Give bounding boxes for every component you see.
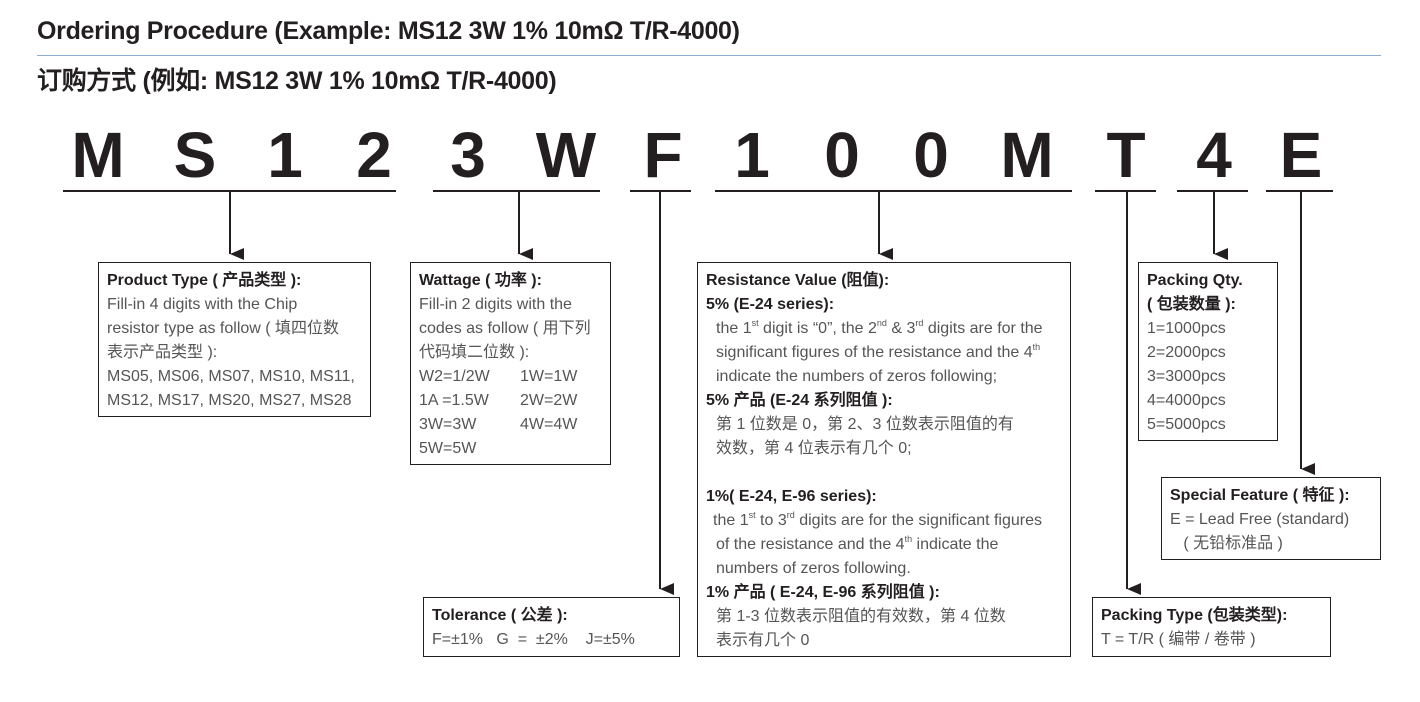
tolerance-box: Tolerance ( 公差 ): F=±1% G = ±2% J=±5% <box>423 597 680 657</box>
title-chinese: 订购方式 (例如: MS12 3W 1% 10mΩ T/R-4000) <box>37 67 557 95</box>
wattage-heading: Wattage ( 功率 ): <box>419 272 542 289</box>
packing-qty-option: 1=1000pcs <box>1147 320 1226 337</box>
resistance-1pct-cn-line: 表示有几个 0 <box>716 632 810 649</box>
code-char: 1 <box>734 119 770 191</box>
wattage-code: 1A =1.5W <box>419 392 489 409</box>
resistance-1pct-cn-title: 1% 产品 ( E-24, E-96 系列阻值 ): <box>706 584 940 601</box>
segment-wattage <box>433 190 600 192</box>
segment-resistance <box>715 190 1072 192</box>
wattage-row: 5W=5W <box>419 437 602 461</box>
product-type-line: MS12, MS17, MS20, MS27, MS28 <box>107 392 352 409</box>
code-char: T <box>1106 119 1146 191</box>
packing-qty-option: 3=3000pcs <box>1147 368 1226 385</box>
code-char: F <box>643 119 683 191</box>
spacer <box>706 461 1062 485</box>
wattage-code: 2W=2W <box>520 392 578 409</box>
resistance-heading: Resistance Value (阻值): <box>706 272 890 289</box>
packing-qty-heading-cn: ( 包装数量 ): <box>1147 296 1236 313</box>
segment-packing-qty <box>1177 190 1248 192</box>
packing-type-heading: Packing Type (包装类型): <box>1101 607 1288 624</box>
packing-qty-box: Packing Qty. ( 包装数量 ): 1=1000pcs 2=2000p… <box>1138 262 1278 441</box>
resistance-1pct-title: 1%( E-24, E-96 series): <box>706 488 877 505</box>
resistance-1pct-line: of the resistance and the 4th indicate t… <box>716 534 999 554</box>
resistance-1pct-line: the 1st to 3rd digits are for the signif… <box>713 510 1042 530</box>
code-char: 3 <box>450 119 486 191</box>
resistance-5pct-cn-line: 第 1 位数是 0，第 2、3 位数表示阻值的有 <box>716 416 1014 433</box>
resistance-5pct-cn-title: 5% 产品 (E-24 系列阻值 ): <box>706 392 893 409</box>
wattage-line: codes as follow ( 用下列 <box>419 320 591 337</box>
wattage-code: 1W=1W <box>520 368 578 385</box>
segment-packing-type <box>1095 190 1156 192</box>
packing-type-line: T = T/R ( 编带 / 卷带 ) <box>1101 631 1256 648</box>
special-feature-line: E = Lead Free (standard) <box>1170 511 1350 528</box>
resistance-1pct-cn-line: 第 1-3 位数表示阻值的有效数，第 4 位数 <box>716 608 1006 625</box>
packing-type-box: Packing Type (包装类型): T = T/R ( 编带 / 卷带 ) <box>1092 597 1331 657</box>
tolerance-heading: Tolerance ( 公差 ): <box>432 607 568 624</box>
code-char: E <box>1279 119 1323 191</box>
segment-special-feature <box>1266 190 1333 192</box>
code-char: 2 <box>356 119 392 191</box>
wattage-line: Fill-in 2 digits with the <box>419 296 572 313</box>
wattage-row: W2=1/2W 1W=1W <box>419 365 602 389</box>
wattage-code: W2=1/2W <box>419 368 490 385</box>
resistance-5pct-line: indicate the numbers of zeros following; <box>716 368 998 385</box>
title-english: Ordering Procedure (Example: MS12 3W 1% … <box>37 17 740 45</box>
code-char: 4 <box>1196 119 1232 191</box>
product-type-line: 表示产品类型 ): <box>107 344 218 361</box>
resistance-5pct-cn-line: 效数，第 4 位表示有几个 0; <box>716 440 912 457</box>
resistance-5pct-line: the 1st digit is “0”, the 2nd & 3rd digi… <box>716 318 1043 338</box>
wattage-row: 3W=3W 4W=4W <box>419 413 602 437</box>
resistance-5pct-title: 5% (E-24 series): <box>706 296 835 313</box>
title-divider <box>37 55 1381 56</box>
product-type-heading: Product Type ( 产品类型 ): <box>107 272 302 289</box>
code-char: W <box>535 119 597 191</box>
product-type-line: MS05, MS06, MS07, MS10, MS11, <box>107 368 355 385</box>
special-feature-heading: Special Feature ( 特征 ): <box>1170 487 1350 504</box>
code-char: M <box>1000 119 1054 191</box>
wattage-box: Wattage ( 功率 ): Fill-in 2 digits with th… <box>410 262 611 465</box>
resistance-1pct-line: numbers of zeros following. <box>716 560 911 577</box>
wattage-code: 3W=3W <box>419 416 477 433</box>
code-char: 0 <box>913 119 949 191</box>
product-type-line: Fill-in 4 digits with the Chip <box>107 296 298 313</box>
tolerance-values: F=±1% G = ±2% J=±5% <box>432 631 635 648</box>
wattage-row: 1A =1.5W 2W=2W <box>419 389 602 413</box>
packing-qty-option: 4=4000pcs <box>1147 392 1226 409</box>
product-type-line: resistor type as follow ( 填四位数 <box>107 320 340 337</box>
code-char: S <box>173 119 217 191</box>
packing-qty-option: 5=5000pcs <box>1147 416 1226 433</box>
code-char: M <box>71 119 125 191</box>
product-type-box: Product Type ( 产品类型 ): Fill-in 4 digits … <box>98 262 371 417</box>
packing-qty-option: 2=2000pcs <box>1147 344 1226 361</box>
resistance-5pct-line: significant figures of the resistance an… <box>716 342 1041 362</box>
wattage-code: 5W=5W <box>419 440 477 457</box>
wattage-line: 代码填二位数 ): <box>419 344 530 361</box>
special-feature-box: Special Feature ( 特征 ): E = Lead Free (s… <box>1161 477 1381 560</box>
resistance-box: Resistance Value (阻值): 5% (E-24 series):… <box>697 262 1071 657</box>
wattage-code: 4W=4W <box>520 416 578 433</box>
code-char: 0 <box>824 119 860 191</box>
code-char: 1 <box>267 119 303 191</box>
special-feature-line: ( 无铅标准品 ) <box>1170 535 1283 552</box>
packing-qty-heading: Packing Qty. <box>1147 272 1243 289</box>
